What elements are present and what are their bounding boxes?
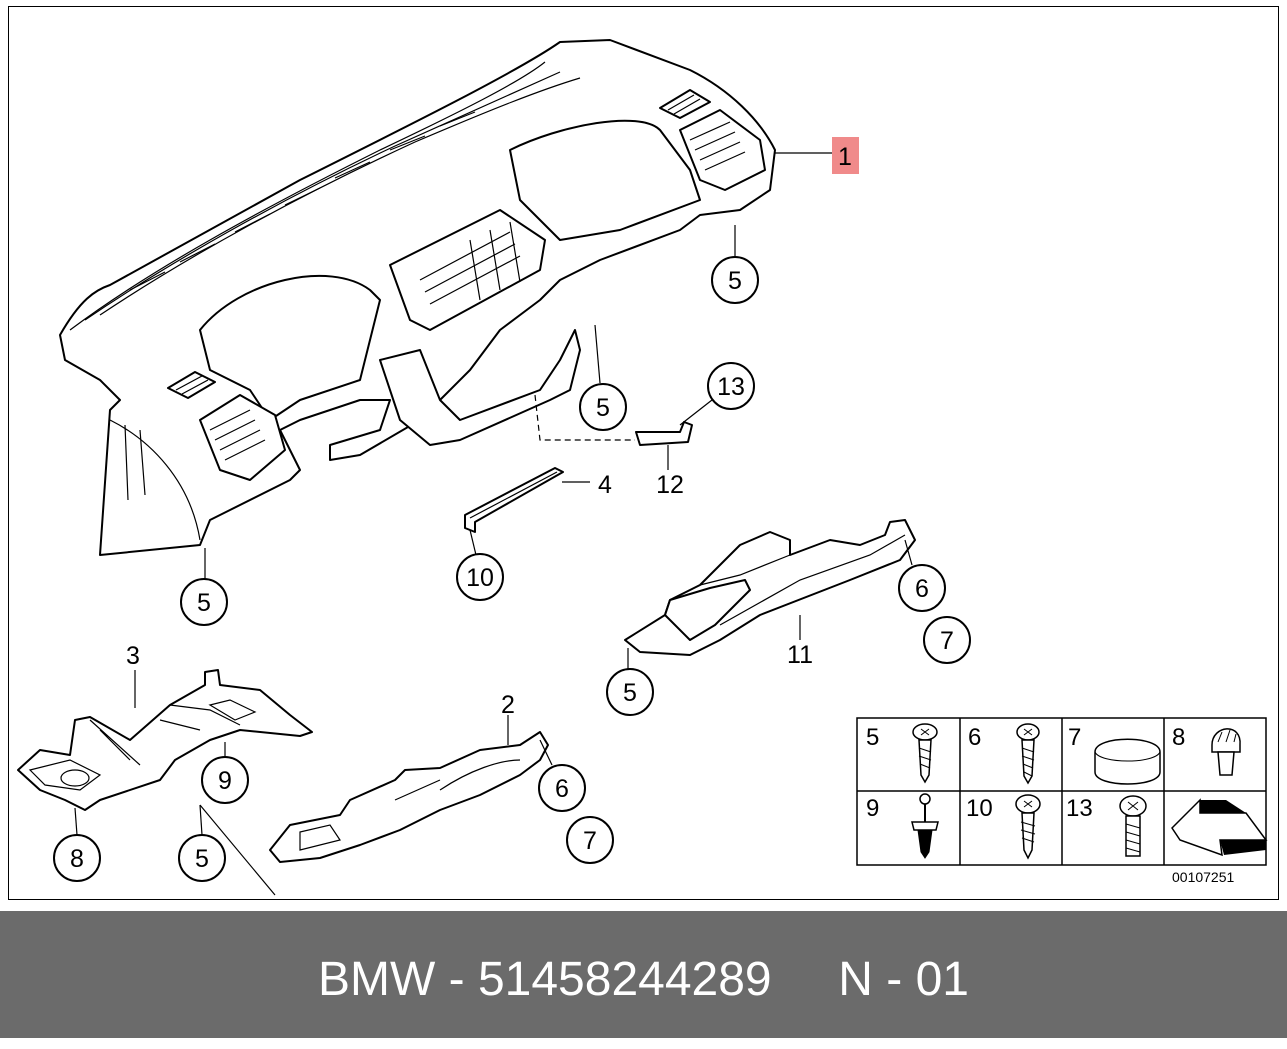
callout-5e: 5 — [195, 845, 209, 873]
footwell-trim-part-2[interactable] — [269, 731, 549, 863]
callout-circle-7b[interactable] — [566, 816, 614, 864]
callout-2[interactable]: 2 — [501, 691, 515, 719]
callout-circle-9[interactable] — [201, 756, 249, 804]
expanding-rivet-icon — [1211, 728, 1241, 776]
screw-icon — [912, 723, 938, 784]
legend-num-10: 10 — [966, 795, 993, 822]
legend-num-8: 8 — [1172, 724, 1185, 751]
callout-11[interactable]: 11 — [787, 641, 813, 669]
footer-bar: BMW - 51458244289 N - 01 — [0, 911, 1287, 1038]
legend-num-13: 13 — [1066, 795, 1093, 822]
screw-icon — [1015, 794, 1041, 860]
bracket-part[interactable] — [635, 421, 693, 446]
callout-13: 13 — [717, 373, 745, 401]
callout-4[interactable]: 4 — [598, 471, 612, 499]
callout-circle-5b[interactable] — [579, 383, 627, 431]
direction-arrow-icon — [1171, 798, 1268, 857]
footwell-trim-part-3[interactable] — [17, 669, 313, 811]
callout-12[interactable]: 12 — [656, 471, 684, 499]
callout-circle-5e[interactable] — [178, 834, 226, 882]
callout-circle-8[interactable] — [53, 834, 101, 882]
callout-5b: 5 — [596, 394, 610, 422]
fasteners-legend: 5 6 7 8 9 — [856, 717, 1268, 866]
callout-9: 9 — [218, 767, 232, 795]
callout-7a: 7 — [940, 627, 954, 655]
legend-num-5: 5 — [866, 724, 879, 751]
legend-num-7: 7 — [1068, 724, 1081, 751]
plastic-rivet-icon — [911, 793, 939, 859]
callout-7b: 7 — [583, 827, 597, 855]
callout-circle-6a[interactable] — [898, 564, 946, 612]
highlight-box — [832, 137, 859, 174]
callout-circle-13[interactable] — [707, 362, 755, 410]
callout-circle-5d[interactable] — [606, 668, 654, 716]
callout-6a: 6 — [915, 575, 929, 603]
callout-6b: 6 — [555, 775, 569, 803]
callout-circle-7a[interactable] — [923, 616, 971, 664]
callout-circle-10[interactable] — [456, 553, 504, 601]
callout-3[interactable]: 3 — [126, 642, 140, 670]
legend-num-6: 6 — [968, 724, 981, 751]
callout-circle-5a[interactable] — [711, 256, 759, 304]
callout-5d: 5 — [623, 679, 637, 707]
callout-5a: 5 — [728, 267, 742, 295]
screw-icon — [1119, 795, 1147, 857]
cap-icon — [1094, 738, 1161, 785]
callout-1[interactable]: 1 — [838, 143, 852, 171]
callout-5c: 5 — [197, 589, 211, 617]
callout-10: 10 — [466, 564, 494, 592]
dashboard-part[interactable] — [59, 39, 776, 556]
parts-diagram: 1 5 5 5 13 12 4 10 11 5 6 7 — [17, 39, 1268, 896]
legend-num-9: 9 — [866, 795, 879, 822]
callout-8: 8 — [70, 845, 84, 873]
strip-part[interactable] — [464, 467, 564, 533]
callout-circle-6b[interactable] — [538, 764, 586, 812]
lower-trim-part-11[interactable] — [624, 519, 916, 656]
diagram-id: 00107251 — [1172, 869, 1235, 885]
callout-circle-5c[interactable] — [180, 578, 228, 626]
part-number-caption: BMW - 51458244289 N - 01 — [318, 953, 969, 1006]
screw-icon — [1016, 723, 1040, 785]
